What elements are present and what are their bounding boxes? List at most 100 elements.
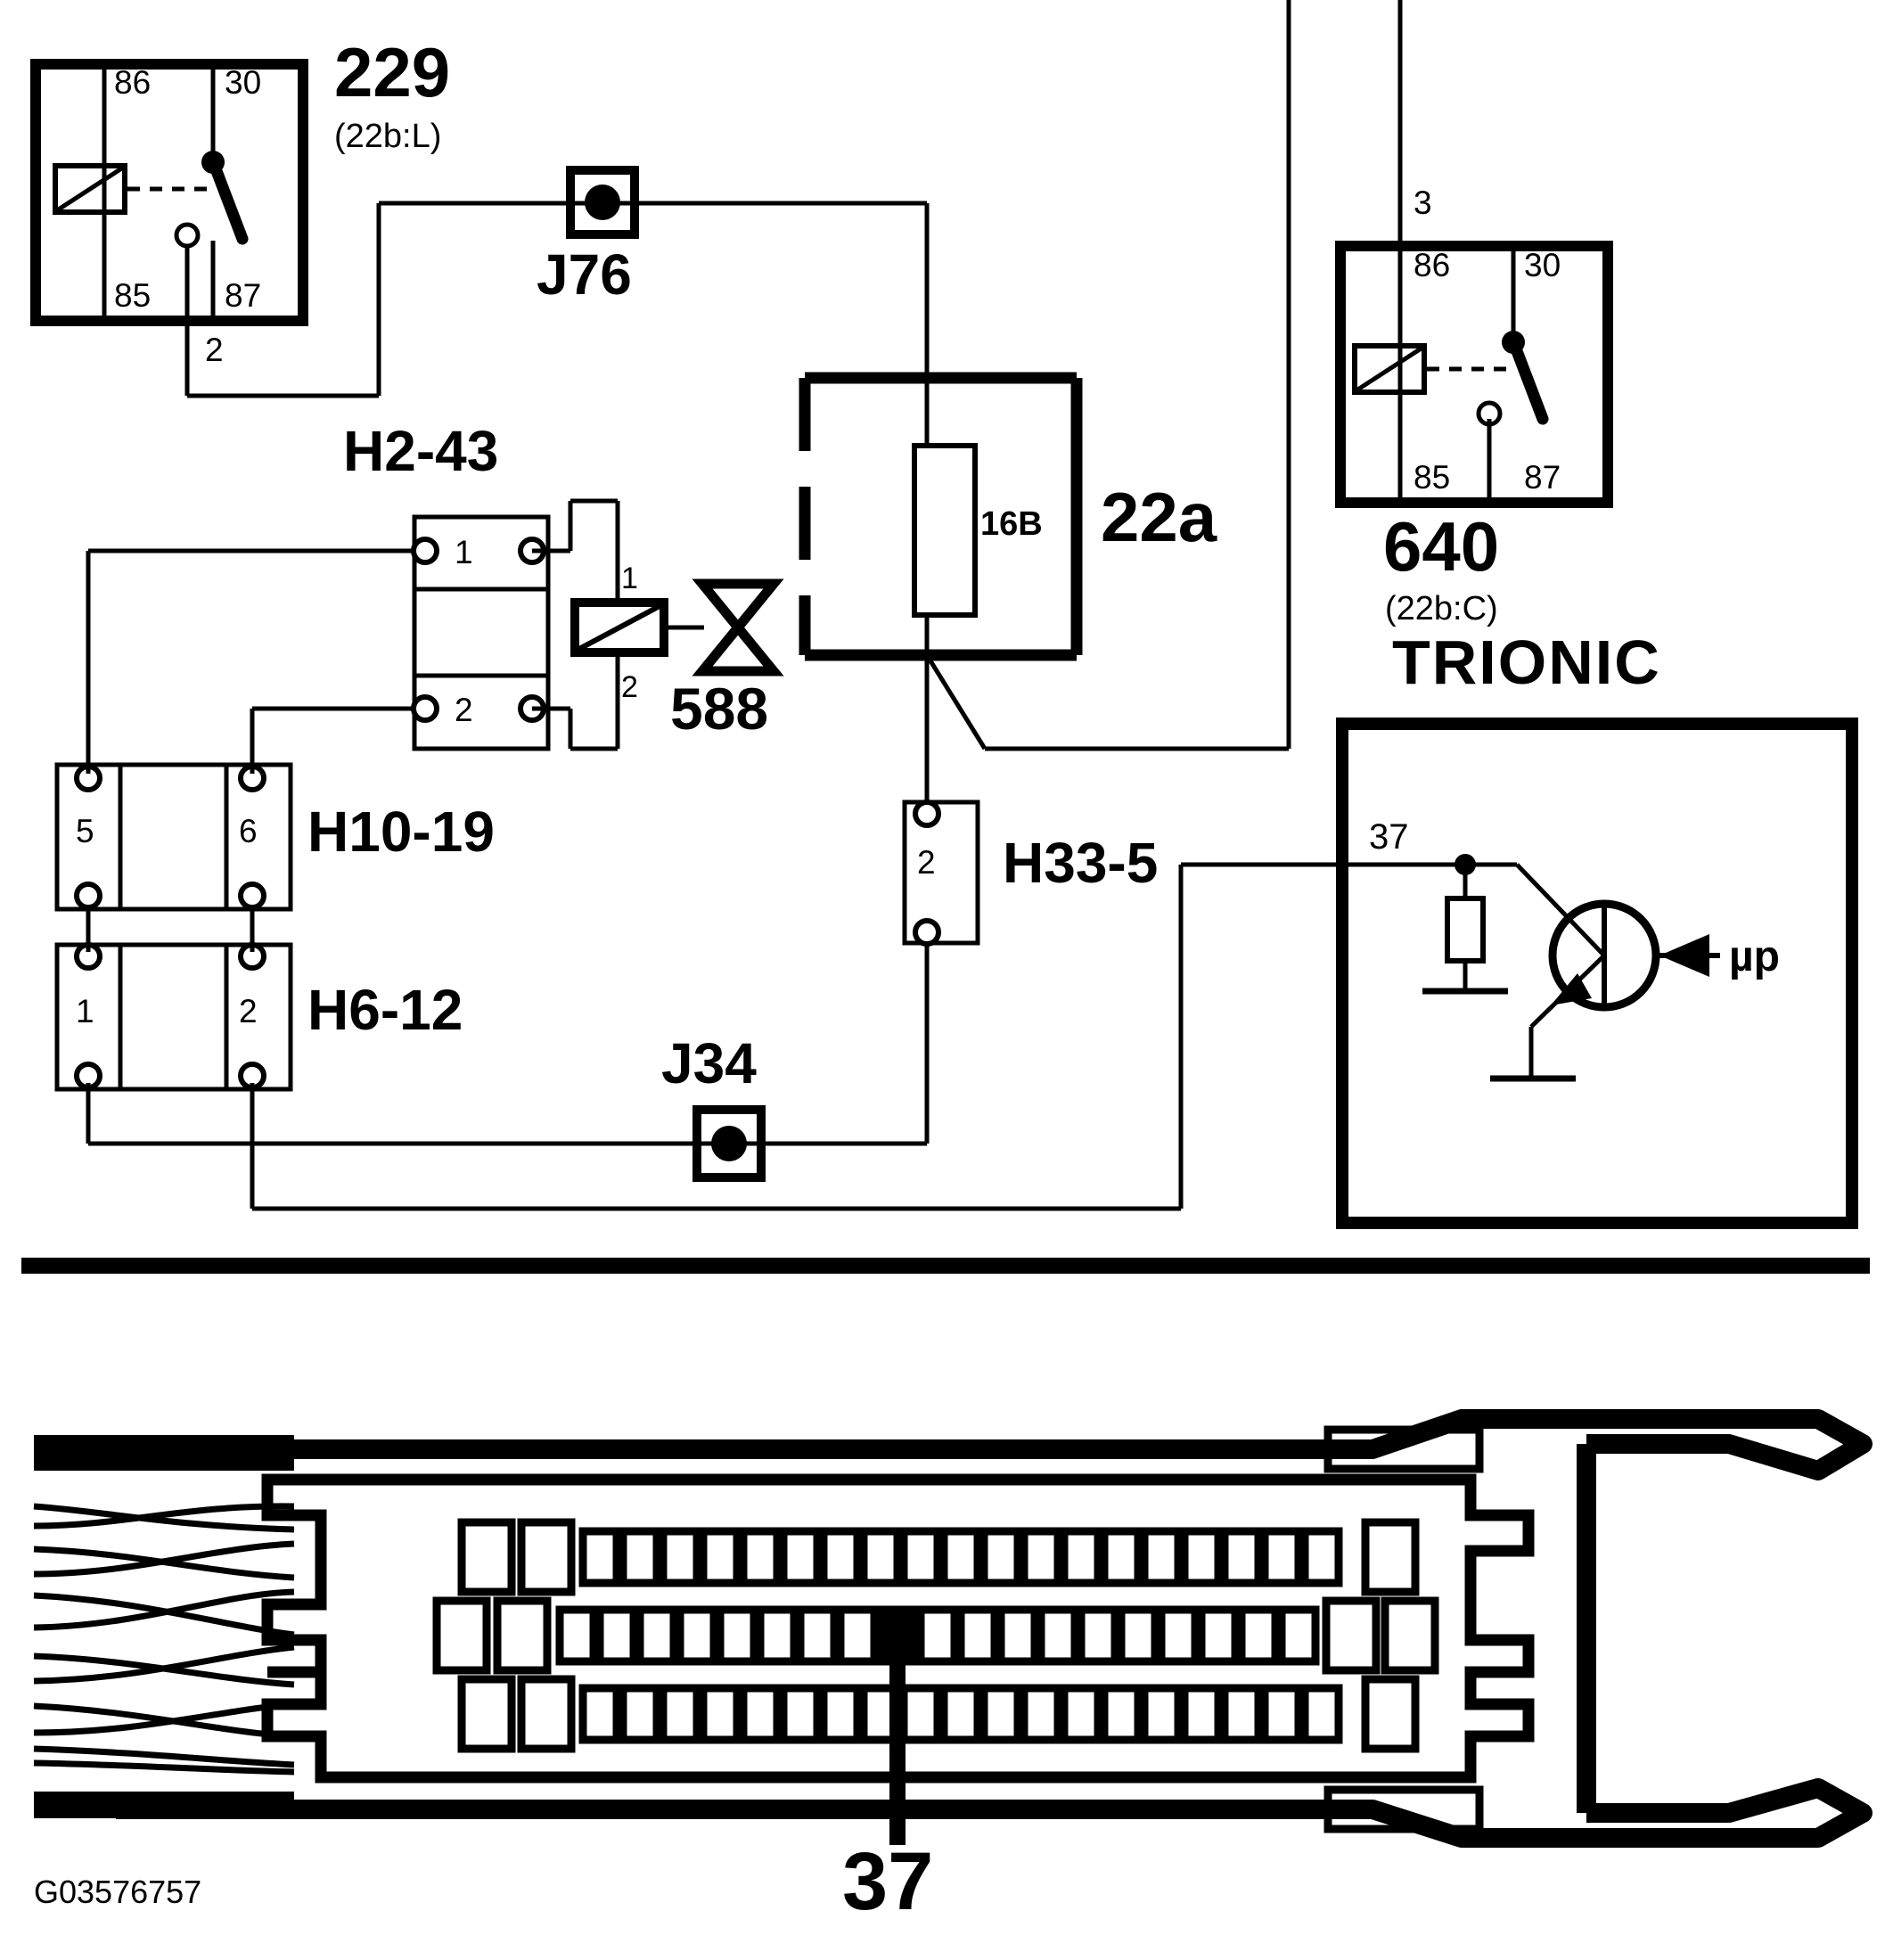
wire-diag-1	[924, 653, 987, 750]
pin	[1197, 1605, 1240, 1666]
pin	[699, 1527, 742, 1587]
relay-229-terminal-30: 30	[225, 64, 261, 101]
connector-h33-5[interactable]: 2 H33-5	[902, 800, 1158, 1144]
relay-640-no-terminal	[1476, 400, 1503, 427]
wire-strand-4	[33, 1540, 295, 1578]
splice-j34[interactable]: J34	[661, 1031, 766, 1182]
relay-229-sublabel: (22b:L)	[334, 118, 441, 155]
valve-588-terminal-2: 2	[621, 670, 638, 704]
wire-229-to-j76: 2	[184, 201, 927, 398]
relay-229-body	[30, 59, 308, 326]
pin	[1180, 1527, 1223, 1587]
connector-h10-19-body	[54, 762, 293, 912]
splice-j34-dot	[711, 1126, 747, 1161]
pin	[979, 1684, 1022, 1744]
connector-h2-43[interactable]: H2-43 1 2	[343, 419, 551, 751]
pin-37-callout-label: 37	[842, 1836, 933, 1927]
connector-h33-5-pin2-label: 2	[917, 844, 936, 881]
relay-229-label: 229	[334, 33, 450, 111]
trionic-module[interactable]: TRIONIC 37 µp	[1336, 627, 1858, 1229]
wire-strand-6	[33, 1588, 295, 1631]
pin	[996, 1605, 1039, 1666]
connector-h10-19-pin6-label: 6	[239, 813, 258, 849]
pin	[1060, 1527, 1102, 1587]
wire-strand-8	[33, 1644, 295, 1685]
pin	[819, 1527, 862, 1587]
pin	[1300, 1527, 1343, 1587]
valve-588-bowtie	[692, 578, 784, 677]
pin	[1277, 1605, 1320, 1666]
pin	[779, 1684, 822, 1744]
pin	[899, 1527, 942, 1587]
pin	[716, 1605, 758, 1666]
schematic-section: 86 30 85 87 229 (22b:L) 2 J76	[30, 0, 1858, 1229]
pin	[939, 1684, 982, 1744]
pin	[956, 1605, 999, 1666]
fusebox-22a-label: 22a	[1101, 478, 1217, 556]
relay-640-wire-label: 3	[1414, 185, 1432, 221]
pin	[1100, 1684, 1143, 1744]
wire-fusebox-to-640-bus	[924, 0, 1291, 751]
relay-229-contact-arm	[208, 158, 249, 245]
pin-large	[1361, 1675, 1420, 1753]
pin-large	[493, 1596, 552, 1675]
relay-640[interactable]: 86 30 85 87 3 640 (22b:C)	[1335, 0, 1613, 627]
pin-large	[457, 1675, 516, 1753]
wire-h6-12-to-j34	[86, 862, 1342, 1211]
pin	[578, 1527, 621, 1587]
pin	[635, 1605, 678, 1666]
valve-588[interactable]: 1 2 588	[532, 498, 784, 751]
pin	[819, 1684, 862, 1744]
wire-h2-43-to-h10-19	[86, 548, 414, 774]
pin	[739, 1527, 782, 1587]
connector-h2-43-pin2-left	[411, 694, 439, 723]
trionic-pin37-label: 37	[1369, 817, 1409, 857]
valve-588-solenoid-slash	[578, 603, 661, 652]
pin	[979, 1527, 1022, 1587]
connector-h6-12-label: H6-12	[307, 978, 463, 1042]
pin	[1220, 1684, 1263, 1744]
relay-229-terminal-85: 85	[114, 277, 151, 314]
trionic-body	[1336, 718, 1858, 1229]
pin	[939, 1527, 982, 1587]
relay-640-coil-slash	[1355, 345, 1424, 393]
wire-strand-11	[33, 1745, 295, 1768]
drawing-number: G03576757	[34, 1874, 201, 1910]
connector-h10-19[interactable]: 5 6 H10-19	[54, 762, 495, 912]
connector-h2-43-pin2-label: 2	[455, 692, 473, 728]
relay-229-terminal-87: 87	[225, 277, 261, 314]
fusebox-22a[interactable]: 16B 22a	[799, 372, 1217, 661]
connector-shell-top	[116, 1409, 1873, 1480]
splice-j76-box	[566, 166, 639, 239]
wire-strand-2	[33, 1503, 295, 1529]
pin	[1060, 1684, 1102, 1744]
pin-row-bottom	[457, 1675, 1420, 1753]
relay-229[interactable]: 86 30 85 87 229 (22b:L)	[30, 33, 450, 326]
connector-h33-5-label: H33-5	[1003, 831, 1158, 895]
connector-h6-12-pin2-label: 2	[239, 993, 258, 1029]
pin-large	[1361, 1518, 1420, 1596]
relay-640-label: 640	[1383, 507, 1499, 586]
trionic-title: TRIONIC	[1392, 627, 1661, 697]
pin	[756, 1605, 799, 1666]
relay-640-terminal-86: 86	[1414, 247, 1450, 283]
pin	[1220, 1527, 1263, 1587]
connector-h33-5-pin2-bottom	[913, 918, 941, 947]
connector-h33-5-pin2-top	[913, 800, 941, 828]
valve-588-label: 588	[670, 676, 768, 742]
microprocessor-arrow-icon	[1659, 934, 1709, 977]
splice-j76[interactable]: J76	[537, 166, 639, 307]
connector-h10-19-pin6-bottom	[238, 882, 266, 910]
connector-h2-43-pin1-left	[411, 537, 439, 565]
pin	[1237, 1605, 1280, 1666]
connector-h10-19-label: H10-19	[307, 800, 495, 864]
pin	[555, 1605, 598, 1666]
connector-pinout-view[interactable]: 37	[33, 1409, 1873, 1927]
pin-row-top	[457, 1518, 1420, 1596]
pin	[796, 1605, 839, 1666]
pin	[1020, 1527, 1062, 1587]
pin	[916, 1605, 959, 1666]
pin-large	[517, 1675, 576, 1753]
